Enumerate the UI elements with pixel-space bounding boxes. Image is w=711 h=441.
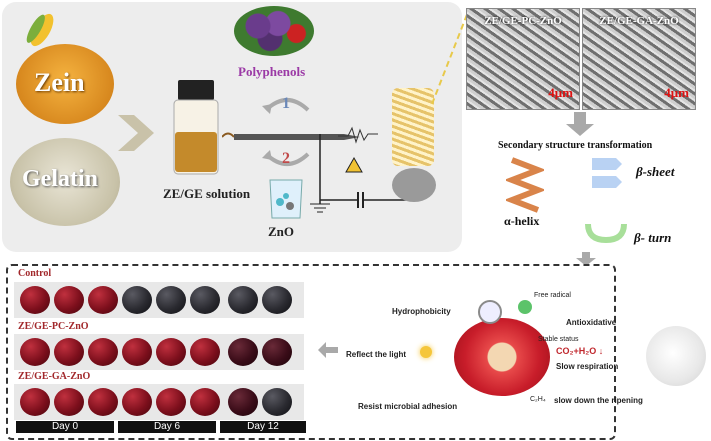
- resist-label: Resist microbial adhesion: [358, 402, 458, 411]
- co2-label: CO₂+H₂O ↓: [556, 346, 604, 356]
- zno-label: ZnO: [268, 224, 295, 239]
- stable-status-label: Stable status: [538, 336, 579, 343]
- chevron-right-icon: [118, 115, 154, 151]
- structure-title: Secondary structure transformation: [498, 140, 653, 151]
- beta-turn-icon: [584, 220, 628, 244]
- vial-icon: [168, 80, 224, 176]
- step-1-label: 1: [282, 95, 290, 112]
- day-12-label: Day 12: [220, 421, 306, 433]
- fiber-collector: [392, 88, 434, 166]
- solution-label: ZE/GE solution: [163, 186, 251, 201]
- sem-scale-pc: 4μm: [548, 85, 573, 100]
- sem-panel: ZE/GE-PC-ZnO 4μm ZE/GE-GA-ZnO 4μm: [462, 0, 702, 116]
- arrow-down-icon: [566, 112, 594, 136]
- control-label: Control: [18, 268, 52, 279]
- step-1-arrow: [262, 92, 312, 116]
- sem-image-ga: ZE/GE-GA-ZnO 4μm: [582, 8, 696, 110]
- c2h4-label: C₂H₄: [530, 396, 546, 403]
- circuit-diagram: [308, 120, 418, 230]
- corn-icon: [22, 10, 62, 50]
- gelatin-label: Gelatin: [22, 166, 98, 192]
- sem-image-pc: ZE/GE-PC-ZnO 4μm: [466, 8, 580, 110]
- sun-icon: [420, 346, 432, 358]
- cherry-cross-section: [454, 318, 550, 396]
- free-radical-icon: [518, 300, 532, 314]
- ga-label: ZE/GE-GA-ZnO: [18, 371, 91, 382]
- gelatin-powder: [10, 138, 120, 226]
- day-6-label: Day 6: [118, 421, 216, 433]
- slow-ripening-label: slow down the ripening: [554, 396, 643, 405]
- beta-sheet-icon: [588, 154, 624, 194]
- zein-label: Zein: [34, 68, 85, 97]
- arrow-down-to-box-icon: [576, 252, 596, 266]
- polyphenols-label: Polyphenols: [238, 64, 306, 79]
- pc-label: ZE/GE-PC-ZnO: [18, 321, 89, 332]
- sem-title-pc: ZE/GE-PC-ZnO: [484, 15, 562, 27]
- collector-drum: [392, 168, 436, 202]
- antioxidant-icon: [478, 300, 502, 324]
- reflect-label: Reflect the light: [346, 350, 407, 359]
- cherry-row-pc: [14, 334, 304, 370]
- step-2-label: 2: [282, 150, 290, 167]
- beta-sheet-label: β-sheet: [636, 164, 675, 179]
- alpha-helix-label: α-helix: [504, 214, 540, 228]
- sem-title-ga: ZE/GE-GA-ZnO: [599, 15, 679, 27]
- antioxidative-label: Antioxidative: [566, 318, 617, 327]
- step-2-arrow: [262, 148, 312, 172]
- day-0-label: Day 0: [16, 421, 114, 433]
- zoom-connector: [430, 8, 470, 108]
- zein-powder: [16, 44, 114, 124]
- beta-turn-label: β- turn: [634, 230, 672, 245]
- sem-scale-ga: 4μm: [664, 85, 689, 100]
- cherry-row-ga: [14, 384, 304, 420]
- grapes-icon: [234, 6, 314, 56]
- hydrophobicity-label: Hydrophobicity: [392, 307, 451, 316]
- arrow-left-icon: [318, 342, 338, 358]
- slow-respiration-label: Slow respiration: [556, 362, 619, 371]
- beaker-icon: [264, 176, 308, 220]
- free-radical-label: Free radical: [534, 292, 571, 299]
- cherry-row-control: [14, 282, 304, 318]
- alpha-helix-icon: [503, 156, 547, 216]
- film-sample: [646, 326, 706, 386]
